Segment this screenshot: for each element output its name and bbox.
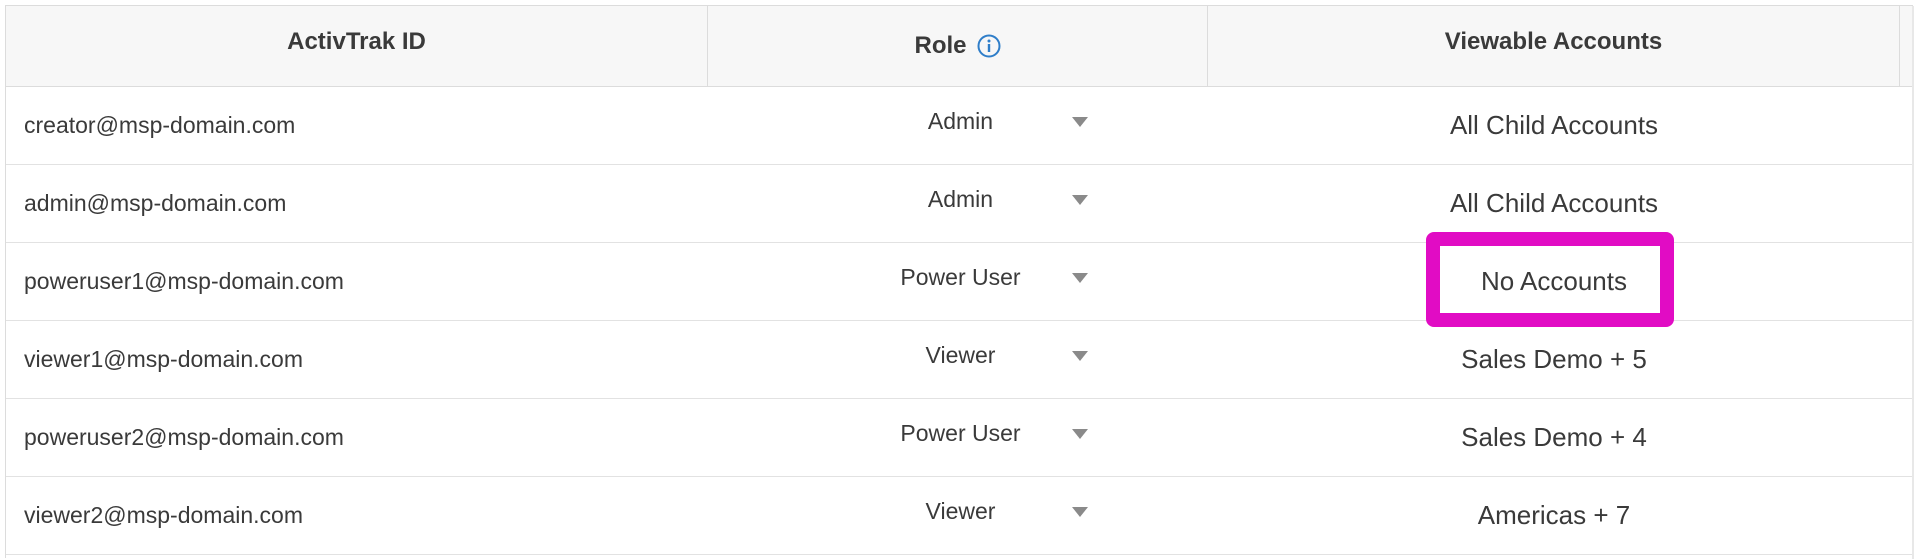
role-dropdown-value: Viewer [925,341,996,368]
user-id-cell: creator@msp-domain.com [24,112,296,138]
role-dropdown-value: Power User [900,263,1021,290]
info-circle-icon[interactable] [977,34,1001,58]
caret-down-icon [1072,351,1088,361]
viewable-accounts-cell[interactable]: Sales Demo + 5 [1461,344,1647,374]
user-id-cell: admin@msp-domain.com [24,190,287,216]
role-dropdown[interactable]: Viewer [868,331,1098,379]
user-id-cell: viewer2@msp-domain.com [24,502,303,528]
table-row: viewer1@msp-domain.com Viewer Sales Demo… [6,321,1912,399]
viewable-accounts-cell[interactable]: All Child Accounts [1449,110,1659,140]
viewable-accounts-cell[interactable]: Americas + 7 [1477,500,1631,530]
role-dropdown-value: Admin [927,107,994,134]
scrollbar-track[interactable] [1912,6,1914,559]
column-header-label: Viewable Accounts [1444,28,1663,55]
caret-down-icon [1072,273,1088,283]
column-header-activtrak-id[interactable]: ActivTrak ID [6,6,708,86]
table-row: viewer2@msp-domain.com Viewer Americas +… [6,477,1912,555]
column-header-role[interactable]: Role [708,6,1208,86]
table-row: creator@msp-domain.com Admin All Child A… [6,87,1912,165]
role-dropdown[interactable]: Admin [868,175,1098,223]
role-dropdown-value: Admin [927,185,994,212]
role-dropdown[interactable]: Power User [868,409,1098,457]
table-row: poweruser2@msp-domain.com Power User Sal… [6,399,1912,477]
column-header-label: Role [914,32,967,59]
user-id-cell: poweruser1@msp-domain.com [24,268,344,294]
column-header-viewable-accounts[interactable]: Viewable Accounts [1208,6,1900,86]
user-id-cell: poweruser2@msp-domain.com [24,424,344,450]
table-header: ActivTrak ID Role Viewable Accounts [6,6,1912,87]
column-header-label: ActivTrak ID [287,28,426,55]
viewable-accounts-cell[interactable]: Sales Demo + 4 [1461,422,1647,452]
role-dropdown[interactable]: Power User [868,253,1098,301]
role-dropdown[interactable]: Viewer [868,487,1098,535]
role-dropdown-value: Power User [900,419,1021,446]
table-row: admin@msp-domain.com Admin All Child Acc… [6,165,1912,243]
role-dropdown-value: Viewer [925,497,996,524]
users-table: ActivTrak ID Role Viewable Accounts crea… [5,5,1914,559]
user-id-cell: viewer1@msp-domain.com [24,346,303,372]
caret-down-icon [1072,429,1088,439]
viewable-accounts-cell[interactable]: All Child Accounts [1449,188,1659,218]
table-row: poweruser1@msp-domain.com Power User No … [6,243,1912,321]
role-dropdown[interactable]: Admin [868,97,1098,145]
caret-down-icon [1072,507,1088,517]
caret-down-icon [1072,117,1088,127]
viewable-accounts-cell[interactable]: No Accounts [1481,266,1627,296]
caret-down-icon [1072,195,1088,205]
